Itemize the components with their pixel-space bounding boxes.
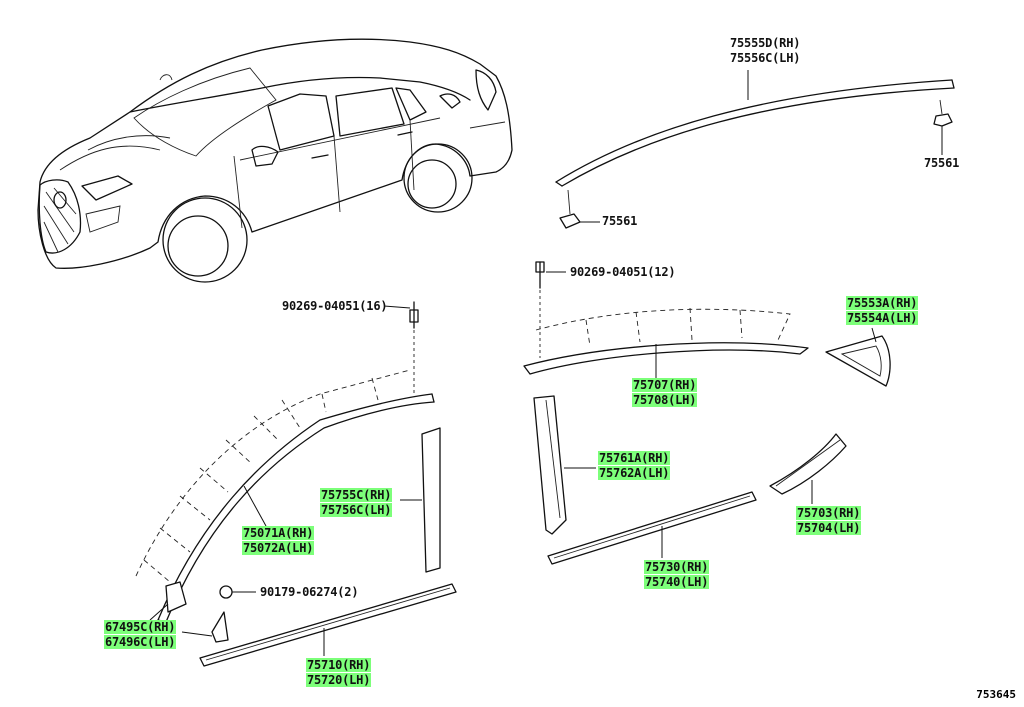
label-90269-12: 90269-04051(12) [570, 265, 676, 279]
center-pillar-garnish [533, 395, 596, 535]
rear-door-belt-molding [547, 491, 757, 565]
label-75755c: 75755C(RH) 75756C(LH) [320, 488, 393, 517]
label-75071a: 75071A(RH) 75072A(LH) [242, 526, 315, 555]
label-90269-16: 90269-04051(16) [282, 299, 388, 313]
car-illustration [37, 38, 513, 283]
label-75561-upper: 75561 [924, 156, 960, 170]
label-75707: 75707(RH) 75708(LH) [632, 378, 698, 407]
screw-16 [383, 301, 419, 394]
label-75761a: 75761A(RH) 75762A(LH) [598, 451, 671, 480]
label-75555d: 75555D(RH) 75556C(LH) [730, 36, 801, 65]
label-90179: 90179-06274(2) [260, 585, 359, 599]
label-75710: 75710(RH) 75720(LH) [306, 658, 372, 687]
screw-12 [535, 261, 566, 358]
front-door-belt-molding [199, 583, 457, 667]
label-75703: 75703(RH) 75704(LH) [796, 506, 862, 535]
label-75553a: 75553A(RH) 75554A(LH) [846, 296, 919, 325]
clip-90179 [219, 585, 256, 599]
front-door-pillar-garnish [400, 427, 441, 573]
label-67495c: 67495C(RH) 67496C(LH) [104, 620, 177, 649]
front-pillar-cover-67495c [149, 581, 229, 643]
label-75561-lower: 75561 [602, 214, 638, 228]
label-75730: 75730(RH) 75740(LH) [644, 560, 710, 589]
rear-door-upper-molding [523, 307, 809, 378]
quarter-window-garnish [825, 327, 891, 387]
rear-quarter-molding [769, 433, 847, 504]
roof-drip-molding [555, 70, 955, 229]
figure-id: 753645 [976, 688, 1016, 701]
